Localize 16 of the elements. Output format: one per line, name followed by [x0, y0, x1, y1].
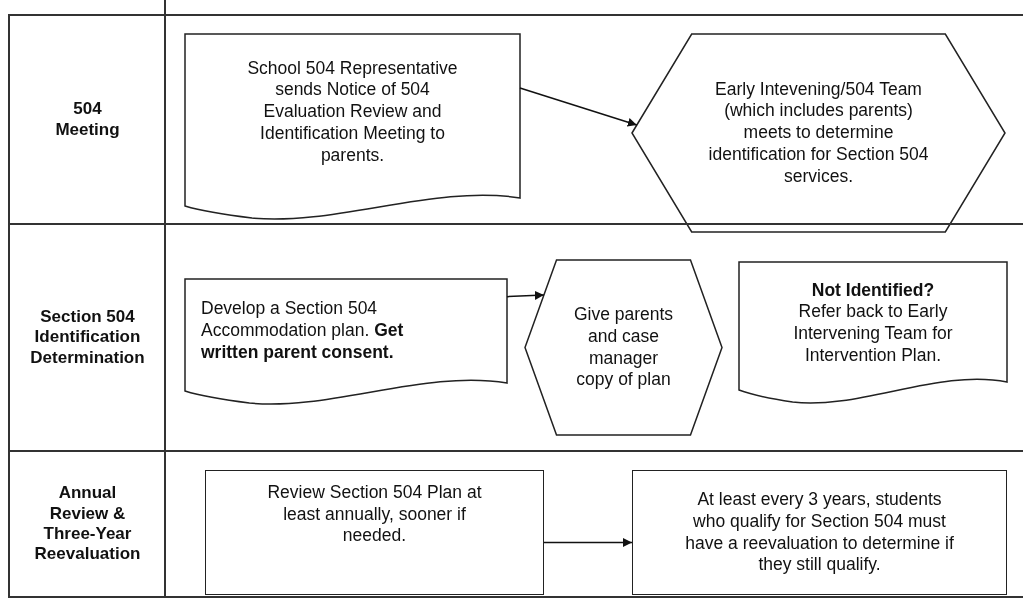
- process-box: [205, 470, 544, 595]
- node-text: Review Section 504 Plan at least annually, sooner if needed.: [266, 481, 483, 548]
- lane-header: Section 504 Identification Determination: [29, 306, 146, 369]
- node-text: Early Intevening/504 Team (which includes parents) meets to determine identification for Section 504 services.: [708, 78, 929, 188]
- node-heading: Not Identified?: [810, 279, 936, 302]
- node-text: Give parents and case manager copy of plan: [572, 304, 675, 391]
- lane-header: 504 Meeting: [54, 99, 121, 140]
- arrow: [506, 290, 545, 300]
- process-box: [632, 470, 1007, 595]
- node-text: At least every 3 years, students who qualify for Section 504 must have a reevaluation to determine if they still qualify.: [684, 489, 955, 576]
- node-text: Develop a Section 504 Accommodation plan. Get written parent consent.: [201, 298, 405, 364]
- arrow: [543, 538, 633, 547]
- node-text: School 504 Representative sends Notice of 504 Evaluation Review and Identification Meeting to parents.: [246, 57, 459, 167]
- node-text: Refer back to Early Intervening Team for Intervention Plan.: [792, 301, 954, 367]
- lane-header: Annual Review & Three-Year Reevaluation: [33, 483, 142, 565]
- arrow: [519, 87, 638, 127]
